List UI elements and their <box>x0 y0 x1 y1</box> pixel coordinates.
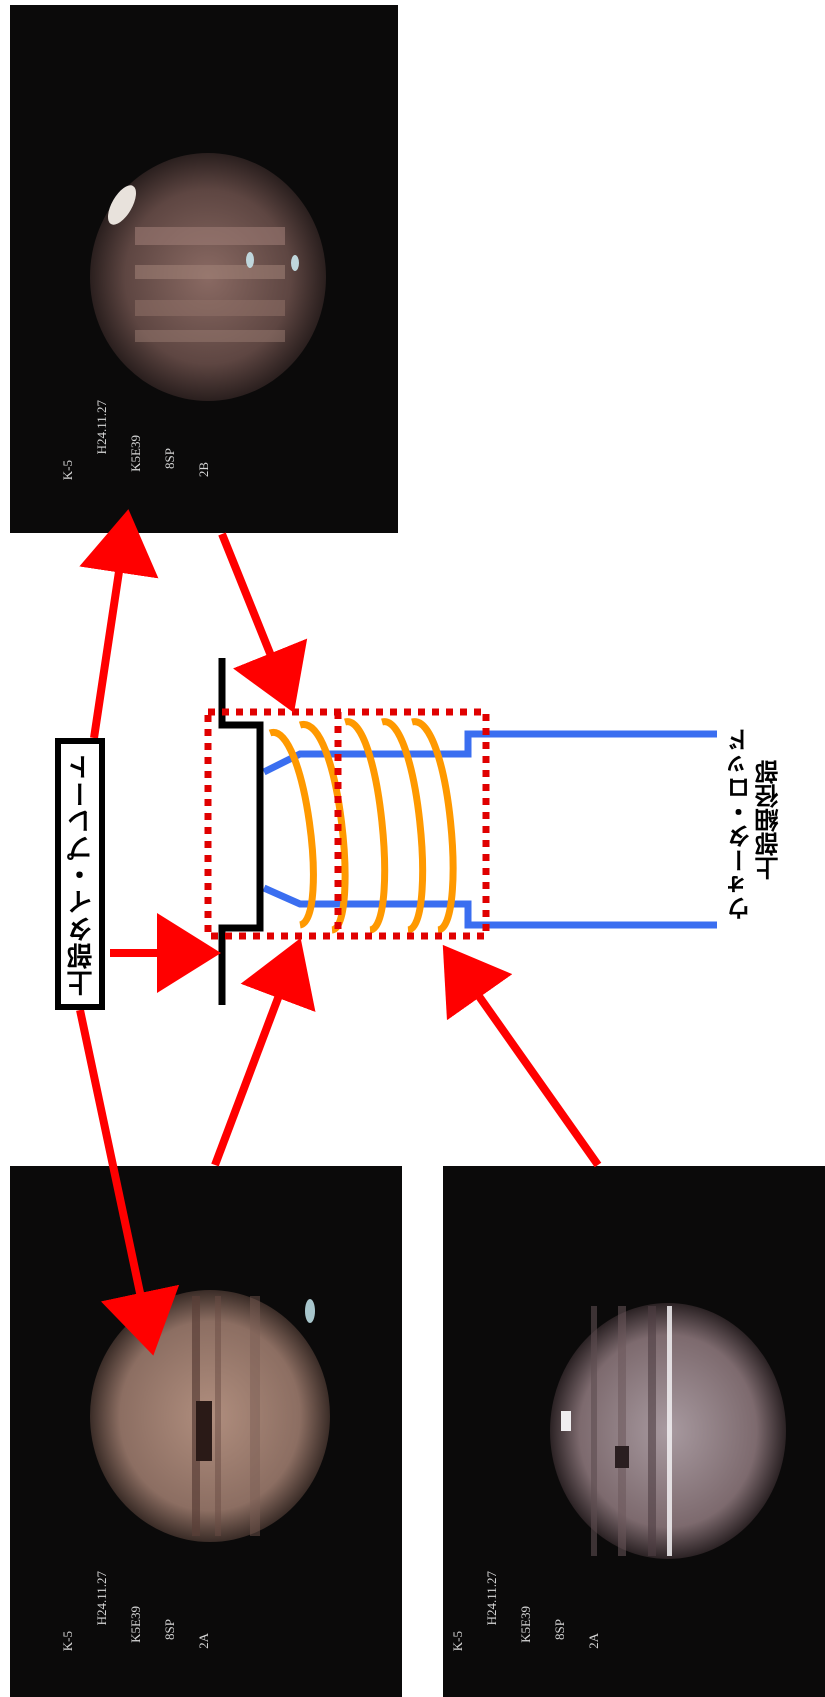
camera-photo-bottom-left: K-5 H24.11.27 K5E39 8SP 2A <box>10 1166 402 1697</box>
water-rod-label-line1: ウォータ・ロッド <box>728 728 755 920</box>
arrow-bottom-left-photo-to-spring <box>211 938 316 1167</box>
dotted-region-boxes <box>204 708 490 940</box>
arrow-label-to-top-photo <box>79 509 159 739</box>
tie-plate-label-text: 上部タイ・プレート <box>65 752 96 996</box>
arrow-top-photo-to-spring <box>218 532 308 713</box>
water-rod <box>262 730 717 929</box>
photo-image-bottom-left <box>10 1166 402 1697</box>
arrows <box>76 509 602 1356</box>
camera-photo-top: K-5 H24.11.27 K5E39 8SP 2B <box>10 5 398 533</box>
arrow-label-to-bottom-left-photo <box>76 1009 180 1356</box>
spring <box>268 718 457 934</box>
tie-plate-label: 上部タイ・プレート <box>55 738 105 1010</box>
photo-image-bottom-right <box>443 1166 825 1697</box>
arrow-bottom-right-photo-to-spring <box>442 944 602 1168</box>
camera-photo-bottom-right: K-5 H24.11.27 K5E39 8SP 2A <box>443 1166 825 1697</box>
water-rod-label-line2: 上部細径部 <box>756 760 783 880</box>
photo-image-top <box>10 5 398 533</box>
